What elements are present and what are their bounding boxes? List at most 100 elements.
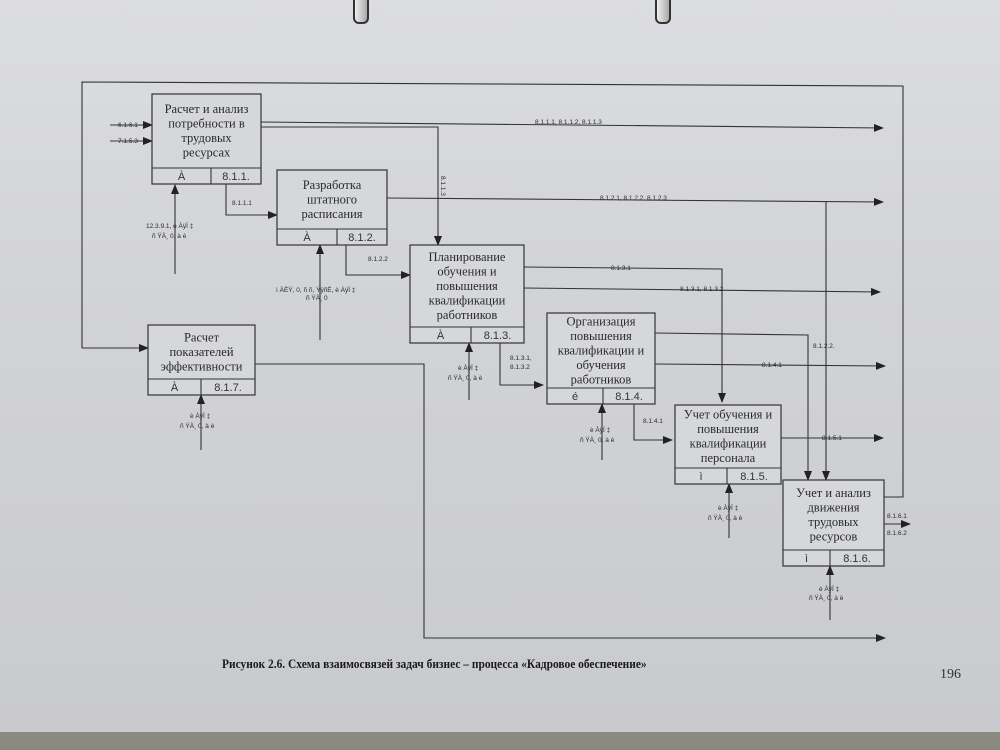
- label-output-8-1-5: 8.1.5.1: [822, 435, 842, 442]
- label-mech-8-1-4-a: è ÀÿÏ ‡: [590, 425, 611, 434]
- label-output-8-1-6-1: 8.1.6.1: [887, 513, 907, 520]
- box-title-line: персонала: [701, 451, 756, 465]
- label-output-8-1-4: 8.1.4.1: [762, 362, 782, 369]
- label-8-1-3-1: 8.1.3.1: [611, 265, 631, 272]
- label-8-1-2-2-branch: 8.1.2.2.: [813, 343, 835, 350]
- label-mech-8-1-2-a: ì ÀÈŸ, 0, ñ ñ, ŸÿñÈ, è ÀÿÏ ‡: [276, 285, 356, 294]
- arrow-8-1-1-3: [261, 126, 442, 246]
- binder-ring-right: [655, 0, 671, 24]
- box-title-line: обучения: [576, 358, 626, 372]
- output-8-1-4: [654, 361, 886, 370]
- label-mech-8-1-6-a: è ÀÿÏ ‡: [819, 584, 840, 593]
- arrow-8-1-3-1: [523, 266, 726, 403]
- box-title-line: показателей: [169, 345, 233, 359]
- label-mech-8-1-1-b: ñ ŸÀ¸ 0, à è: [152, 231, 187, 240]
- box-frame: [674, 404, 782, 485]
- box-owner-code: é: [572, 391, 578, 403]
- box-owner-code: À: [303, 231, 311, 244]
- box-frame: [546, 312, 656, 405]
- output-8-1-7: [255, 363, 886, 642]
- box-owner-code: ì: [805, 553, 808, 565]
- box-frame: [782, 479, 885, 567]
- box-owner-code: ì: [699, 471, 702, 483]
- label-input-6-1-6-1: 6.1.6.1: [118, 122, 138, 129]
- label-8-1-1-1: 8.1.1.1: [232, 200, 252, 207]
- box-title-line: потребности в: [168, 117, 245, 131]
- binder-ring-left: [353, 0, 369, 24]
- output-8-1-2: [386, 197, 884, 206]
- label-input-7-1-5-3: 7.1.5.3: [118, 138, 138, 145]
- box-title-line: штатного: [307, 192, 357, 206]
- label-8-1-1-3: 8.1.1.3: [439, 176, 446, 196]
- arrow-labels: 6.1.6.1 7.1.5.3 8.1.1.1, 8.1.1.2, 8.1.1.…: [118, 119, 907, 602]
- box-title-line: Разработка: [303, 178, 362, 192]
- box-title-line: квалификации: [690, 437, 767, 451]
- box-title-line: Расчет и анализ: [165, 102, 249, 116]
- feedback-frame-line: [81, 81, 904, 498]
- label-mech-8-1-1-a: 12.3.9.1, è ÀÿÏ ‡: [146, 221, 194, 230]
- arrow-to-8-1-4: [499, 343, 544, 389]
- label-mech-8-1-6-b: ñ ŸÀ¸ 0, à è: [809, 593, 844, 602]
- box-title-line: работников: [571, 372, 632, 386]
- box-number: 8.1.4.: [615, 391, 643, 403]
- output-8-1-3: [523, 287, 881, 296]
- box-number: 8.1.1.: [222, 171, 250, 183]
- label-mech-8-1-7-a: è ÀÿÏ ‡: [190, 411, 211, 420]
- label-mech-8-1-5-a: è ÀÿÏ ‡: [718, 503, 739, 512]
- page-number: 196: [940, 667, 961, 682]
- box-number: 8.1.5.: [740, 471, 768, 483]
- arrow-8-1-2-2: [345, 245, 411, 279]
- box-owner-code: À: [171, 381, 179, 394]
- box-frame: [151, 93, 262, 185]
- label-mech-8-1-7-b: ñ ŸÀ¸ 0, à è: [180, 421, 215, 430]
- label-8-1-3-to-8-1-4-b: 8.1.3.2: [510, 364, 530, 371]
- box-title-line: Учет и анализ: [796, 486, 871, 500]
- label-mech-8-1-5-b: ñ ŸÀ¸ 0, à è: [708, 513, 743, 522]
- label-output-8-1-6-2: 8.1.6.2: [887, 530, 907, 537]
- box-title-line: движения: [807, 501, 859, 515]
- box-title-line: повышения: [697, 422, 759, 436]
- label-mech-8-1-3-a: è ÀÿÏ ‡: [458, 363, 479, 372]
- box-title-line: расписания: [301, 207, 362, 221]
- box-title-line: квалификации: [429, 293, 506, 307]
- box-title-line: повышения: [436, 279, 498, 293]
- arrow-8-1-1-1: [225, 184, 278, 219]
- figure-caption: Рисунок 2.6. Схема взаимосвязей задач би…: [222, 656, 647, 671]
- box-title-line: трудовых: [181, 131, 232, 145]
- box-title-line: трудовых: [808, 515, 859, 529]
- box-title-line: повышения: [570, 329, 632, 343]
- box-title-line: эффективности: [161, 359, 243, 373]
- box-title-line: работников: [437, 308, 498, 322]
- label-output-8-1-2: 8.1.2.1, 8.1.2.2, 8.1.2.3: [600, 195, 667, 202]
- label-mech-8-1-3-b: ñ ŸÀ¸ 0, à è: [448, 373, 483, 382]
- label-8-1-3-to-8-1-4-a: 8.1.3.1,: [510, 355, 532, 362]
- box-title-line: ресурсов: [810, 530, 858, 544]
- box-title-line: ресурсах: [183, 146, 231, 160]
- box-title-line: Планирование: [429, 250, 506, 264]
- arrow-to-8-1-6-a: [654, 332, 812, 481]
- box-owner-code: À: [437, 329, 445, 342]
- output-8-1-1: [260, 121, 884, 132]
- box-title-line: Организация: [567, 314, 636, 328]
- label-mech-8-1-2-b: ñ ŸÀ¸ 0: [306, 293, 328, 302]
- label-output-8-1-1: 8.1.1.1, 8.1.1.2, 8.1.1.3: [535, 119, 602, 126]
- box-number: 8.1.7.: [214, 382, 242, 394]
- label-output-8-1-3: 8.1.3.1, 8.1.3.2: [680, 286, 724, 293]
- arrow-8-1-4-1: [633, 404, 673, 444]
- desk-surface: [0, 732, 1000, 750]
- label-8-1-4-1: 8.1.4.1: [643, 418, 663, 425]
- box-number: 8.1.6.: [843, 553, 871, 565]
- box-title-line: квалификации и: [558, 343, 645, 357]
- box-title-line: Расчет: [184, 330, 220, 344]
- box-title-line: Учет обучения и: [684, 408, 773, 422]
- box-number: 8.1.2.: [348, 232, 376, 244]
- function-box-8-1-5: Учет обучения иповышенияквалификацииперс…: [674, 404, 782, 485]
